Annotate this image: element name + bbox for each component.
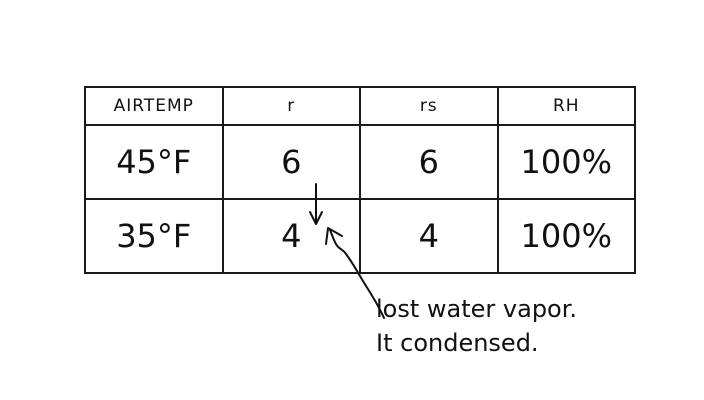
cell-mixing-ratio: 4 [221,198,361,274]
humidity-table-grid: AIRTEMP r rs RH 45°F 6 6 100% 35°F 4 4 1… [84,86,636,274]
header-air-temp: AIRTEMP [84,86,224,126]
cell-air-temp: 35°F [84,198,224,274]
table-row: 45°F 6 6 100% [84,124,636,200]
humidity-table: AIRTEMP r rs RH 45°F 6 6 100% 35°F 4 4 1… [84,86,636,274]
condensation-note: lost water vapor. It condensed. [376,292,577,360]
header-relative-humidity: RH [496,86,636,126]
cell-relative-humidity: 100% [496,198,636,274]
cell-mixing-ratio: 6 [221,124,361,200]
note-line-2: It condensed. [376,329,539,357]
cell-relative-humidity: 100% [496,124,636,200]
cell-saturation-mixing-ratio: 6 [359,124,499,200]
header-mixing-ratio: r [221,86,361,126]
cell-saturation-mixing-ratio: 4 [359,198,499,274]
header-saturation-mixing-ratio: rs [359,86,499,126]
table-row: 35°F 4 4 100% [84,198,636,274]
note-line-1: lost water vapor. [376,295,578,323]
table-header-row: AIRTEMP r rs RH [84,86,636,126]
cell-air-temp: 45°F [84,124,224,200]
